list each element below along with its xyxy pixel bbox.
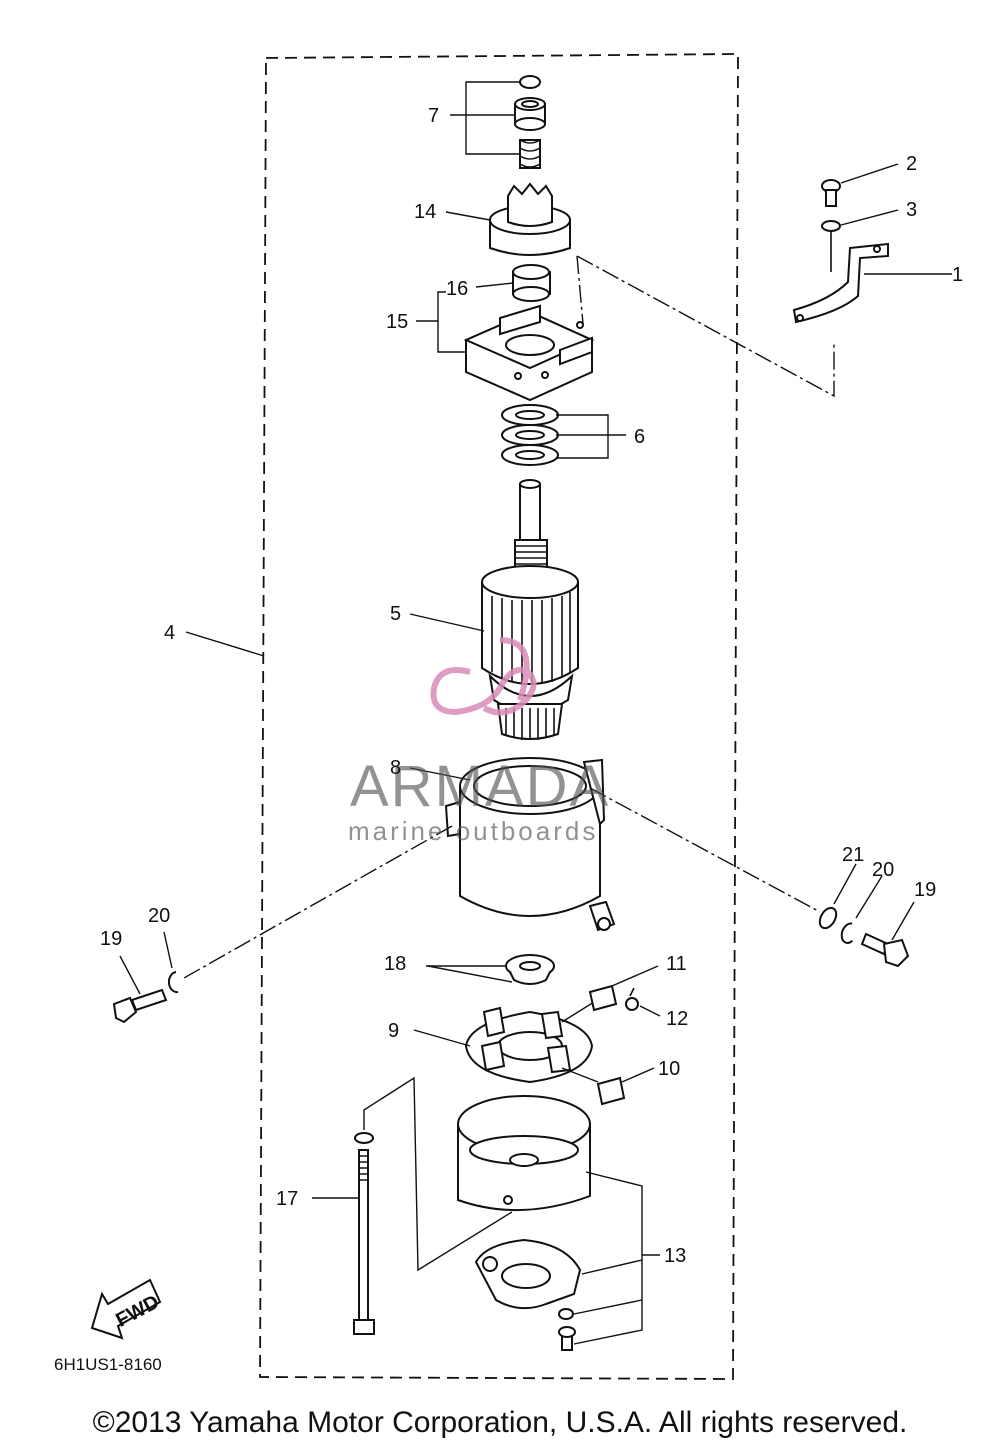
- callout-14: 14: [414, 201, 436, 223]
- callout-7: 7: [428, 105, 439, 127]
- part-14-pinion-drive: [445, 182, 571, 256]
- callout-21: 21: [842, 844, 864, 866]
- mounting-chain-line-1b: [576, 255, 835, 398]
- callout-9: 9: [388, 1020, 399, 1042]
- part-2-screw: [821, 163, 899, 207]
- callout-15: 15: [386, 311, 408, 333]
- figure-code: 6H1US1-8160: [54, 1355, 162, 1374]
- part-1-bracket: [792, 232, 952, 324]
- watermark-tagline: marine outboards: [348, 816, 598, 846]
- part-4-leader: [185, 631, 265, 657]
- callout-3: 3: [906, 199, 917, 221]
- part-7-clip-collar-spring: [450, 75, 546, 169]
- callout-11: 11: [666, 953, 687, 975]
- callout-20-left: 20: [148, 905, 170, 927]
- callout-8: 8: [390, 757, 401, 779]
- part-6-washers: [501, 404, 626, 466]
- watermark: ARMADA marine outboards: [348, 637, 610, 846]
- part-20-lockwasher-left: [163, 931, 179, 994]
- callout-20-right: 20: [872, 859, 894, 881]
- mounting-chain-line-3: [183, 825, 453, 979]
- callout-12: 12: [666, 1008, 688, 1030]
- part-9-brush-holder: [413, 1001, 599, 1084]
- fwd-arrow-icon: FWD: [90, 1278, 163, 1340]
- callout-13: 13: [664, 1245, 686, 1267]
- callout-4: 4: [164, 622, 175, 644]
- part-16-bushing: [475, 264, 551, 302]
- callout-19-right: 19: [914, 879, 936, 901]
- watermark-brand: ARMADA: [350, 754, 610, 819]
- callout-17: 17: [276, 1188, 298, 1210]
- assembly-boundary: [259, 53, 739, 1380]
- part-19-bolt-left: [112, 955, 168, 1024]
- part-19-bolt-right: [860, 901, 915, 968]
- copyright-notice: ©2013 Yamaha Motor Corporation, U.S.A. A…: [92, 1406, 908, 1439]
- part-10-brush: [596, 1067, 655, 1106]
- part-18-washer: [426, 954, 555, 985]
- callout-10: 10: [658, 1058, 680, 1080]
- part-13-rear-cover: [457, 1095, 660, 1351]
- part-8-yoke: [409, 757, 616, 932]
- part-12-spring: [625, 987, 661, 1017]
- callout-6: 6: [634, 426, 645, 448]
- part-21-washer-right: [818, 863, 857, 930]
- mounting-chain-line-2: [589, 787, 821, 913]
- callout-16: 16: [446, 278, 468, 300]
- callout-2: 2: [906, 153, 917, 175]
- callout-1: 1: [952, 264, 963, 286]
- part-11-brush: [588, 965, 659, 1012]
- part-17-through-bolt: [312, 1076, 513, 1335]
- callout-5: 5: [390, 603, 401, 625]
- callout-19-left: 19: [100, 928, 122, 950]
- part-20-lockwasher-right: [840, 875, 883, 944]
- part-3-washer: [821, 209, 899, 232]
- part-15-front-cover: [416, 291, 595, 402]
- watermark-logo-icon: [430, 637, 537, 716]
- mounting-chain-line-1: [576, 255, 584, 325]
- callout-18: 18: [384, 953, 406, 975]
- part-5-armature: [409, 479, 579, 740]
